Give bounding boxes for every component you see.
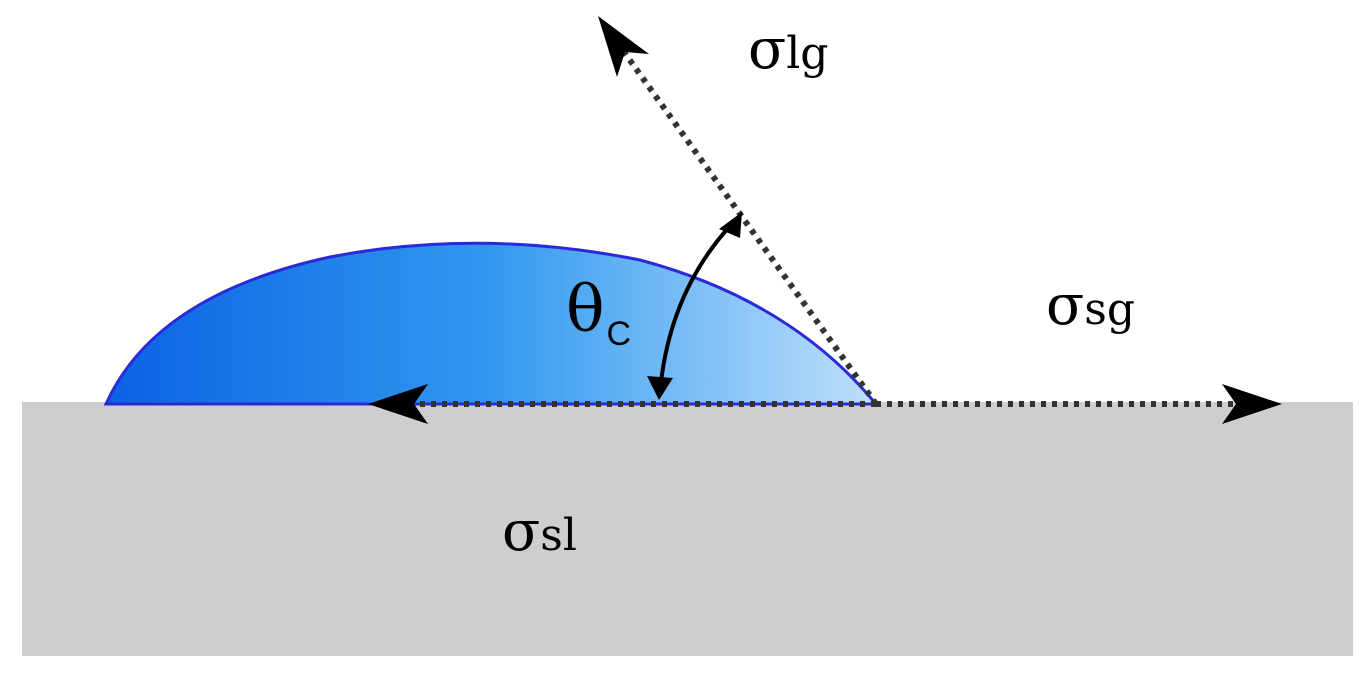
sigma-sg-label: σsg <box>1046 278 1135 334</box>
theta-subscript: C <box>606 315 632 353</box>
sigma-lg-symbol: σ <box>748 17 787 82</box>
solid-gas-arrowhead <box>1222 384 1282 424</box>
solid-liquid-arrowhead <box>368 384 428 424</box>
solid-substrate <box>22 402 1353 656</box>
sigma-lg-subscript: lg <box>786 28 829 79</box>
contact-angle-arrowhead-bottom <box>647 376 673 400</box>
contact-angle-arc <box>659 224 732 383</box>
sigma-sg-subscript: sg <box>1084 284 1135 335</box>
sigma-sl-label: σsl <box>502 504 577 560</box>
sigma-sg-symbol: σ <box>1046 273 1085 338</box>
contact-angle-label: θC <box>566 278 631 351</box>
theta-symbol: θ <box>566 273 605 347</box>
sigma-lg-label: σlg <box>748 22 828 78</box>
liquid-droplet <box>103 241 880 406</box>
liquid-gas-arrowhead <box>598 16 649 77</box>
sigma-sl-subscript: sl <box>540 510 577 561</box>
sigma-sl-symbol: σ <box>502 499 541 564</box>
contact-angle-arrowhead-top <box>719 212 742 238</box>
